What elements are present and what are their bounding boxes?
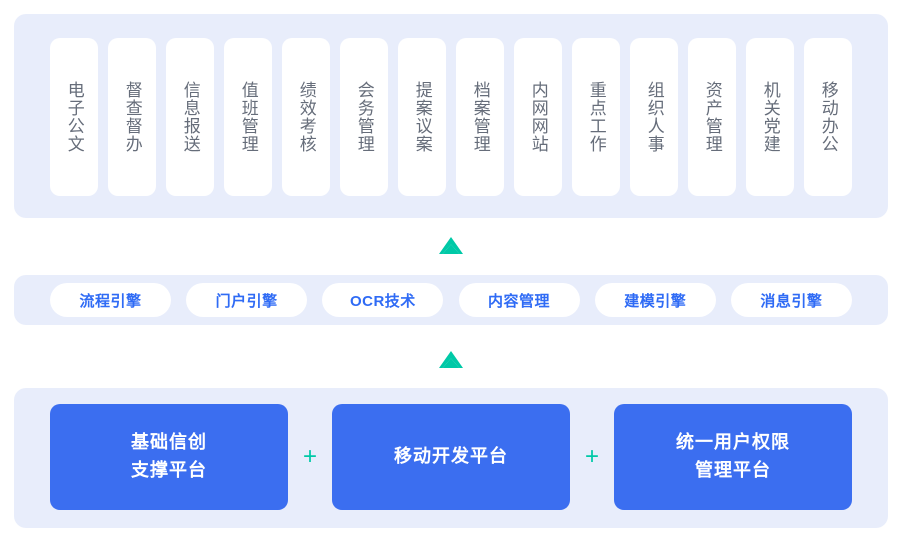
app-card-label: 信息报送 bbox=[180, 81, 200, 153]
app-card-label: 督查督办 bbox=[122, 81, 142, 153]
chevron-up-icon bbox=[438, 237, 463, 255]
chevron-up-icon bbox=[438, 351, 463, 369]
engine-pill[interactable]: 内容管理 bbox=[458, 283, 580, 317]
engine-pill-label: 建模引擎 bbox=[624, 292, 687, 310]
app-card[interactable]: 资产管理 bbox=[688, 38, 736, 196]
app-card[interactable]: 移动办公 bbox=[804, 38, 852, 196]
app-card-label: 档案管理 bbox=[470, 81, 490, 153]
app-card[interactable]: 电子公文 bbox=[50, 38, 98, 196]
app-card[interactable]: 督查督办 bbox=[108, 38, 156, 196]
app-card-label: 绩效考核 bbox=[296, 81, 316, 153]
app-card-label: 组织人事 bbox=[644, 81, 664, 153]
app-card[interactable]: 档案管理 bbox=[456, 38, 504, 196]
engine-pill[interactable]: 建模引擎 bbox=[594, 283, 716, 317]
app-card[interactable]: 重点工作 bbox=[572, 38, 620, 196]
applications-row: 电子公文 督查督办 信息报送 值班管理 绩效考核 会务管理 提案议案 档案管理 … bbox=[50, 38, 852, 196]
app-card-label: 会务管理 bbox=[354, 81, 374, 153]
platform-box-label: 统一用户权限 管理平台 bbox=[676, 432, 790, 480]
engine-pill[interactable]: OCR技术 bbox=[322, 283, 444, 317]
platforms-row: 基础信创 支撑平台 + 移动开发平台 + 统一用户权限 管理平台 bbox=[50, 404, 852, 510]
platform-box[interactable]: 基础信创 支撑平台 bbox=[50, 404, 288, 510]
plus-separator-icon: + bbox=[302, 443, 317, 470]
engine-pill-label: 消息引擎 bbox=[760, 292, 823, 310]
app-card-label: 移动办公 bbox=[818, 81, 838, 153]
engine-pill[interactable]: 门户引擎 bbox=[186, 283, 308, 317]
app-card-label: 资产管理 bbox=[702, 81, 722, 153]
app-card[interactable]: 内网网站 bbox=[514, 38, 562, 196]
app-card-label: 机关党建 bbox=[760, 81, 780, 153]
app-card-label: 重点工作 bbox=[586, 81, 606, 153]
app-card[interactable]: 机关党建 bbox=[746, 38, 794, 196]
app-card[interactable]: 会务管理 bbox=[340, 38, 388, 196]
engines-panel: 流程引擎 门户引擎 OCR技术 内容管理 建模引擎 消息引擎 bbox=[14, 275, 888, 325]
platform-box[interactable]: 移动开发平台 bbox=[332, 404, 570, 510]
app-card[interactable]: 组织人事 bbox=[630, 38, 678, 196]
platform-box-label: 移动开发平台 bbox=[394, 446, 508, 467]
platform-box-label: 基础信创 支撑平台 bbox=[131, 432, 207, 480]
engines-row: 流程引擎 门户引擎 OCR技术 内容管理 建模引擎 消息引擎 bbox=[50, 283, 852, 317]
engine-pill-label: 流程引擎 bbox=[79, 292, 142, 310]
engine-pill-label: 内容管理 bbox=[488, 292, 551, 310]
engine-pill-label: 门户引擎 bbox=[215, 292, 278, 310]
app-card-label: 电子公文 bbox=[64, 81, 84, 153]
app-card-label: 内网网站 bbox=[528, 81, 548, 153]
app-card-label: 提案议案 bbox=[412, 81, 432, 153]
engine-pill[interactable]: 消息引擎 bbox=[730, 283, 852, 317]
app-card[interactable]: 提案议案 bbox=[398, 38, 446, 196]
app-card[interactable]: 信息报送 bbox=[166, 38, 214, 196]
app-card[interactable]: 绩效考核 bbox=[282, 38, 330, 196]
engine-pill[interactable]: 流程引擎 bbox=[50, 283, 171, 317]
engine-pill-label: OCR技术 bbox=[349, 292, 416, 310]
app-card[interactable]: 值班管理 bbox=[224, 38, 272, 196]
platforms-panel: 基础信创 支撑平台 + 移动开发平台 + 统一用户权限 管理平台 bbox=[14, 388, 888, 528]
app-card-label: 值班管理 bbox=[238, 81, 258, 153]
plus-separator-icon: + bbox=[584, 443, 599, 470]
platform-box[interactable]: 统一用户权限 管理平台 bbox=[614, 404, 852, 510]
applications-panel: 电子公文 督查督办 信息报送 值班管理 绩效考核 会务管理 提案议案 档案管理 … bbox=[14, 14, 888, 218]
